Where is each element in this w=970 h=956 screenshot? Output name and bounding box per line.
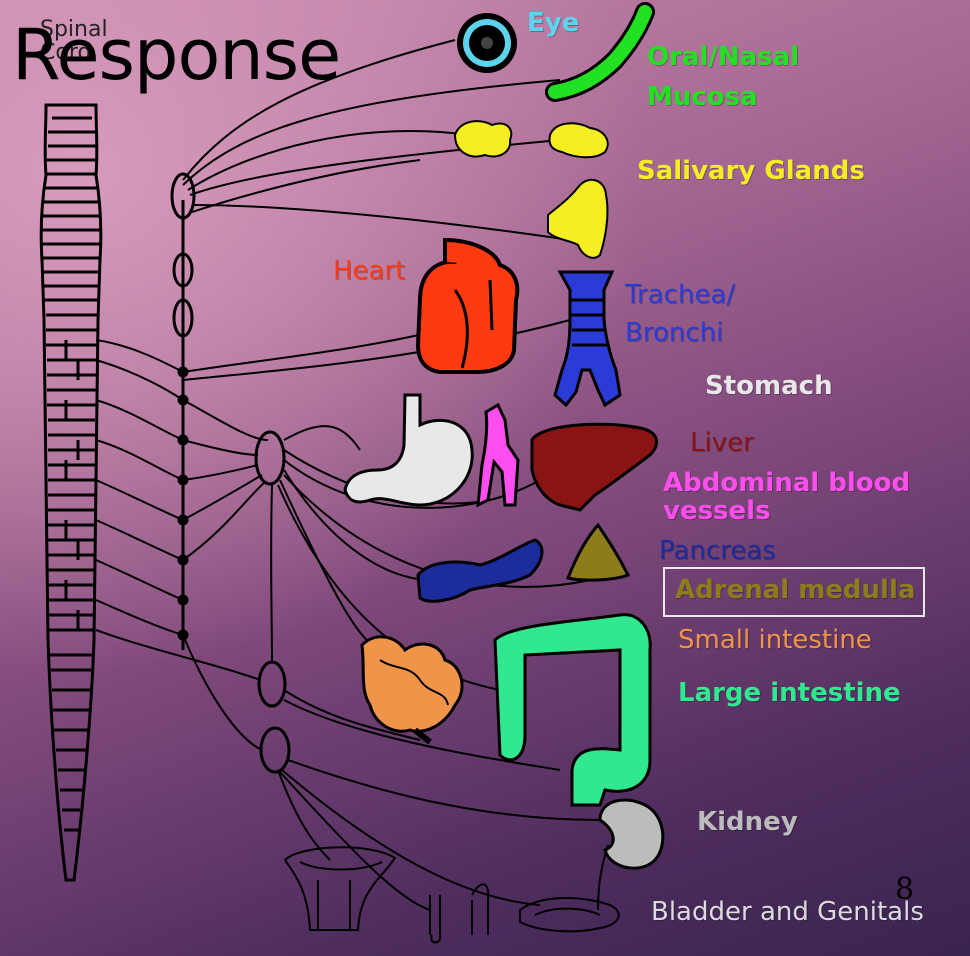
adrenal-medulla-label: Adrenal medulla <box>675 577 915 603</box>
spinal-cord <box>41 105 101 880</box>
page-number: 8 <box>895 872 914 907</box>
heart-illustration <box>418 240 517 372</box>
salivary-glands-illustration <box>455 121 608 258</box>
heart-label: Heart <box>333 258 405 284</box>
abdominal-blood-vessels-label-line-2: vessels <box>663 498 771 524</box>
stomach-label: Stomach <box>705 373 833 399</box>
trachea-illustration <box>555 272 620 405</box>
stomach-illustration <box>345 395 472 505</box>
bladder-genitals-label: Bladder and Genitals <box>651 899 924 925</box>
small-intestine-illustration <box>362 637 462 742</box>
small-intestine-label: Small intestine <box>678 627 872 653</box>
trachea-label-line-1: Trachea/ <box>625 282 735 308</box>
large-intestine-label: Large intestine <box>678 680 901 706</box>
slide-title: Response <box>12 20 340 90</box>
pancreas-illustration <box>418 540 542 601</box>
oral-nasal-label-line-1: Oral/Nasal <box>647 44 799 70</box>
pancreas-label: Pancreas <box>659 538 776 564</box>
salivary-glands-label: Salivary Glands <box>637 158 865 184</box>
sympathetic-chain <box>172 174 289 772</box>
eye-label: Eye <box>527 10 579 36</box>
trachea-label-line-2: Bronchi <box>625 320 723 346</box>
bladder-genitals-illustration <box>285 847 619 942</box>
adrenal-medulla-illustration <box>568 525 628 580</box>
eye-illustration <box>457 13 517 73</box>
abdominal-blood-vessels-label-line-1: Abdominal blood <box>663 470 910 496</box>
kidney-illustration <box>598 800 663 910</box>
abdominal-blood-vessels-illustration <box>478 405 518 505</box>
oral-nasal-label-line-2: Mucosa <box>647 84 758 110</box>
liver-label: Liver <box>690 430 754 456</box>
large-intestine-illustration <box>495 615 650 805</box>
kidney-label: Kidney <box>697 809 798 835</box>
liver-illustration <box>532 424 657 510</box>
nerve-fibers <box>96 40 600 910</box>
